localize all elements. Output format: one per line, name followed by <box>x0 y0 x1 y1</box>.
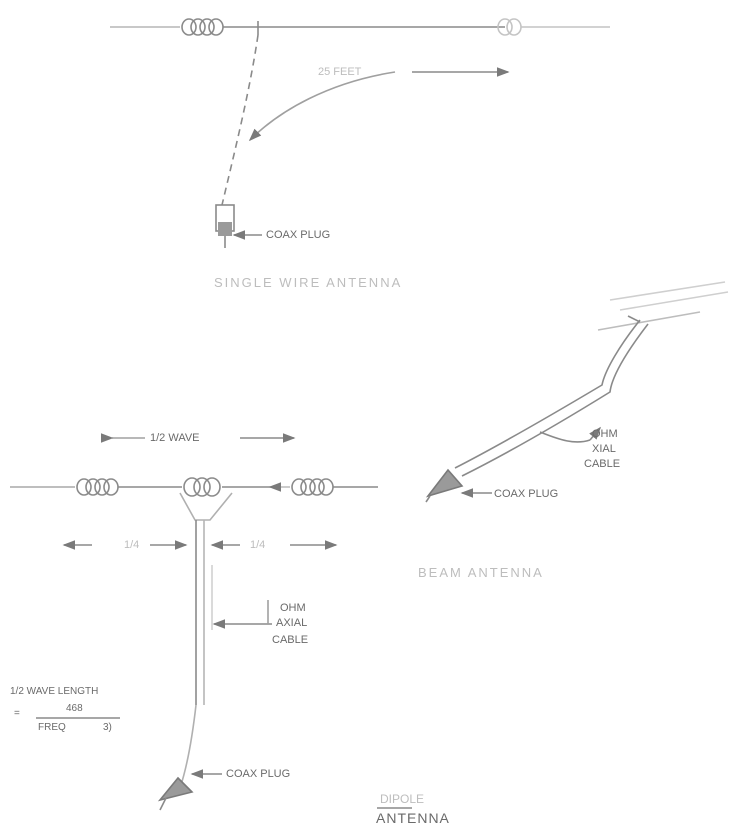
dipole-quarter-right: 1/4 <box>250 539 266 551</box>
dipole-quarter-left: 1/4 <box>124 539 140 551</box>
single-wire-title: SINGLE WIRE ANTENNA <box>214 275 403 290</box>
coax-plug-dipole <box>157 776 194 811</box>
beam-cable-label-3: CABLE <box>584 458 621 470</box>
dipole-wave-label: 1/2 WAVE <box>150 432 200 444</box>
beam-cable-label-1: OHM <box>592 428 618 440</box>
dipole-formula-numerator: 468 <box>66 703 83 714</box>
coax-plug-beam <box>425 468 464 503</box>
beam-cable-label-2: XIAL <box>592 443 616 455</box>
dipole-formula-label: 1/2 WAVE LENGTH <box>10 686 99 697</box>
single-wire-plug-label: COAX PLUG <box>266 229 331 241</box>
dipole-formula-equals: = <box>14 708 20 719</box>
dipole-cable-label-1: OHM <box>280 602 306 614</box>
beam-plug-label: COAX PLUG <box>494 488 559 500</box>
dipole-plug-label: COAX PLUG <box>226 768 291 780</box>
dipole-center-insulator <box>183 477 221 497</box>
dipole-cable-label-3: CABLE <box>272 634 309 646</box>
beam-antenna <box>425 281 729 503</box>
dipole-antenna <box>10 433 412 811</box>
insulator-left <box>181 18 224 36</box>
single-wire-antenna <box>110 18 610 248</box>
dipole-title-line2: ANTENNA <box>376 810 450 826</box>
dipole-title-line1: DIPOLE <box>380 792 425 806</box>
single-wire-length-label: 25 FEET <box>318 66 362 78</box>
beam-title: BEAM ANTENNA <box>418 565 544 580</box>
dipole-formula-tail: 3) <box>103 722 112 733</box>
coax-plug-single <box>215 204 235 248</box>
dipole-insulator-left <box>76 478 119 496</box>
dipole-cable-label-2: AXIAL <box>276 617 308 629</box>
dipole-insulator-right <box>291 478 334 496</box>
dipole-formula-denominator: FREQ <box>38 722 66 733</box>
